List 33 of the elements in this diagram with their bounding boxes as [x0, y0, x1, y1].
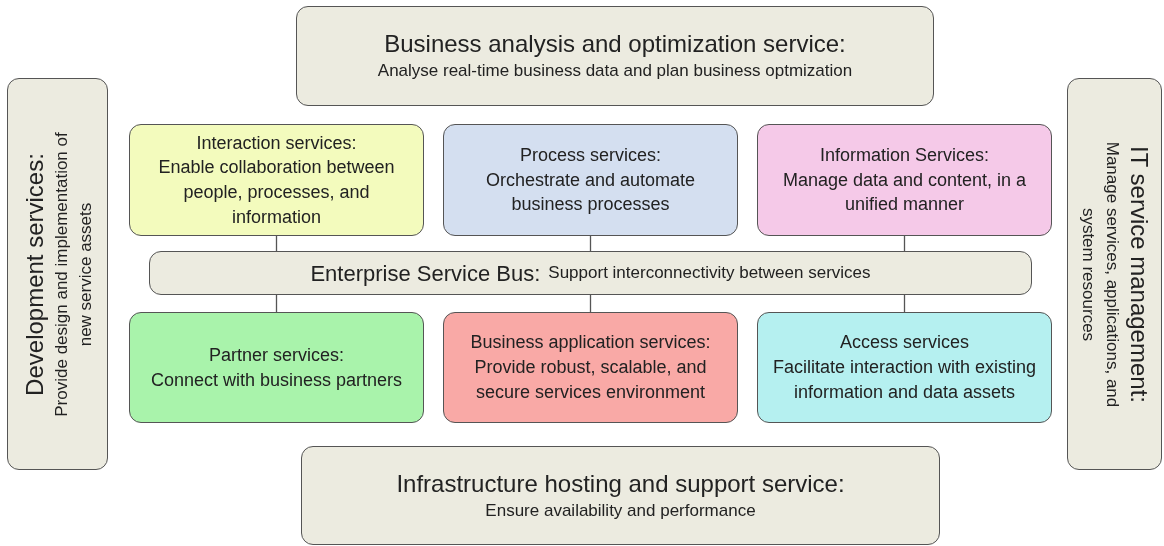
box-description: Facilitate interaction with existing information and data assets: [771, 356, 1038, 404]
service-box: [7, 78, 108, 470]
box-description: Provide robust, scalable, and secure services environment: [473, 356, 708, 404]
box-description: Provide design and implementation of new service assets: [50, 130, 95, 419]
service-box: [296, 6, 934, 106]
bus-heading: Enterprise Service Bus:: [310, 259, 541, 288]
box-description: Manage services, applications, and system resources: [1077, 140, 1122, 409]
service-box: [757, 312, 1052, 423]
box-heading: Process services:: [519, 143, 661, 167]
bus-bar: [149, 251, 1032, 295]
box-heading: Access services: [839, 331, 969, 355]
box-description: Ensure availability and performance: [485, 499, 756, 522]
service-box: [443, 124, 738, 236]
service-box: [757, 124, 1052, 236]
box-heading: Infrastructure hosting and support service:: [396, 468, 845, 499]
bus-description: Support interconnectivity between services: [548, 262, 871, 285]
box-heading: Development services:: [19, 152, 49, 396]
service-box: [1067, 78, 1162, 470]
box-heading: IT service management:: [1123, 145, 1153, 403]
service-box: [129, 124, 424, 236]
box-description: Orchestrate and automate business processes: [484, 168, 697, 217]
box-heading: Business application services:: [470, 331, 711, 355]
box-heading: Interaction services:: [196, 131, 357, 155]
box-description: Enable collaboration between people, processes, and information: [157, 156, 396, 229]
box-heading: Information Services:: [819, 143, 990, 167]
service-box: [129, 312, 424, 423]
box-heading: Partner services:: [208, 343, 344, 367]
service-box: [443, 312, 738, 423]
box-description: Manage data and content, in a unified manner: [781, 168, 1028, 217]
box-heading: Business analysis and optimization service:: [384, 29, 846, 60]
box-description: Connect with business partners: [150, 368, 403, 392]
box-description: Analyse real-time business data and plan business optmization: [377, 60, 853, 83]
service-box: [301, 446, 940, 545]
